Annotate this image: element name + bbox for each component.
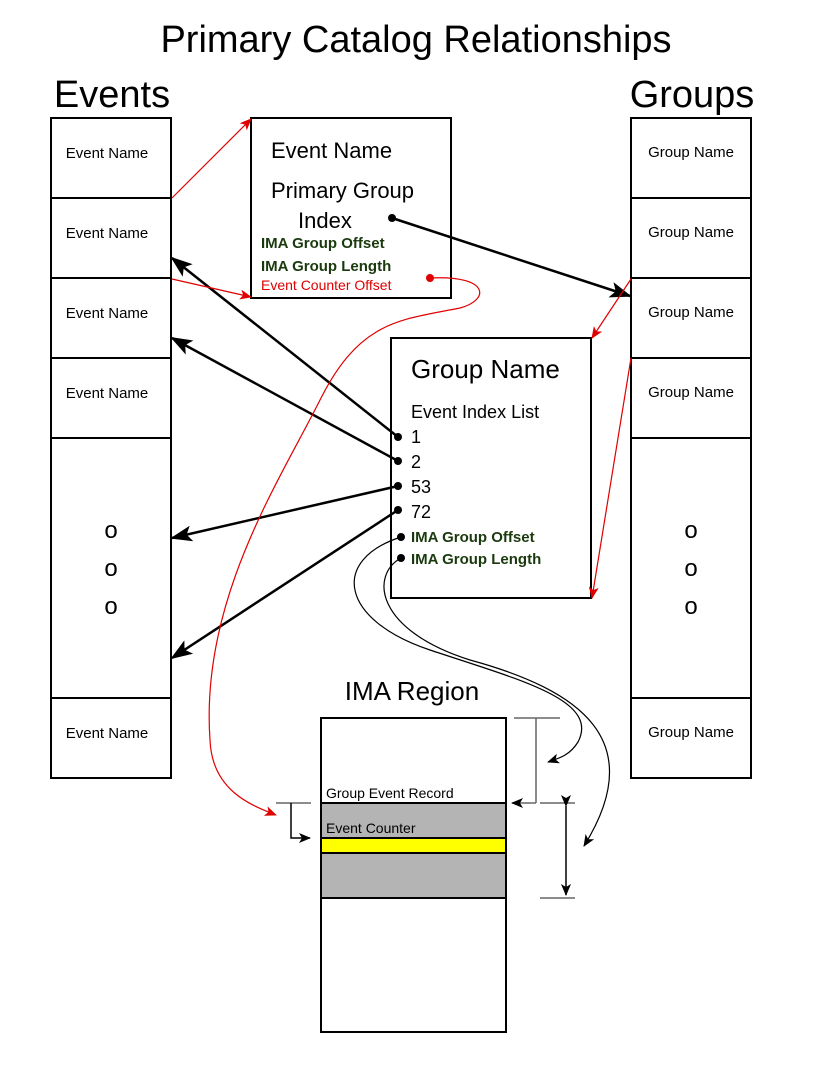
event-record-box: Event Name Primary Group Index IMA Group… bbox=[250, 117, 452, 299]
ellipsis-dot: o bbox=[104, 593, 117, 620]
event-index-list-label: Event Index List bbox=[411, 402, 539, 422]
group-event-record-label: Group Event Record bbox=[326, 785, 454, 801]
ima-region: IMA Region Group Event Record Event Coun… bbox=[320, 676, 507, 1033]
group-row[interactable]: Group Name bbox=[648, 724, 734, 741]
event-row[interactable]: Event Name bbox=[66, 145, 149, 162]
group-row[interactable]: Group Name bbox=[648, 144, 734, 161]
group-row[interactable]: Group Name bbox=[648, 304, 734, 321]
group-row[interactable]: Group Name bbox=[648, 384, 734, 401]
event-record-ima-offset: IMA Group Offset bbox=[261, 235, 385, 252]
event-index: 53 bbox=[411, 477, 431, 497]
ima-offset-links bbox=[353, 536, 611, 847]
event-index: 1 bbox=[411, 427, 421, 447]
event-index: 2 bbox=[411, 452, 421, 472]
event-record-primary-group: Primary Group bbox=[271, 178, 414, 203]
ellipsis-dot: o bbox=[684, 555, 697, 582]
ellipsis-dot: o bbox=[104, 555, 117, 582]
diagram-title: Primary Catalog Relationships bbox=[160, 19, 671, 61]
event-record-ima-length: IMA Group Length bbox=[261, 258, 391, 275]
ellipsis-dot: o bbox=[684, 593, 697, 620]
dimension-markers bbox=[276, 717, 575, 899]
events-heading: Events bbox=[54, 74, 170, 116]
event-index-links bbox=[170, 216, 632, 660]
group-record-ima-offset: IMA Group Offset bbox=[411, 529, 535, 546]
group-record-ima-length: IMA Group Length bbox=[411, 551, 541, 568]
red-links bbox=[171, 118, 632, 816]
event-row[interactable]: Event Name bbox=[66, 225, 149, 242]
event-counter-block bbox=[320, 837, 507, 854]
event-counter-label: Event Counter bbox=[326, 820, 416, 836]
event-index: 72 bbox=[411, 502, 431, 522]
events-table: Event Name Event Name Event Name Event N… bbox=[50, 117, 172, 779]
event-record-name: Event Name bbox=[271, 138, 392, 163]
group-record-box: Group Name Event Index List 1 2 53 72 IM… bbox=[390, 337, 592, 599]
event-row[interactable]: Event Name bbox=[66, 725, 149, 742]
ellipsis-dot: o bbox=[104, 517, 117, 544]
ima-region-heading: IMA Region bbox=[345, 676, 479, 706]
group-record-name: Group Name bbox=[411, 354, 560, 384]
groups-heading: Groups bbox=[630, 74, 755, 116]
event-row[interactable]: Event Name bbox=[66, 385, 149, 402]
ellipsis-dot: o bbox=[684, 517, 697, 544]
groups-table: Group Name Group Name Group Name Group N… bbox=[630, 117, 752, 779]
event-record-counter-offset: Event Counter Offset bbox=[261, 277, 392, 293]
event-row[interactable]: Event Name bbox=[66, 305, 149, 322]
group-row[interactable]: Group Name bbox=[648, 224, 734, 241]
event-record-index: Index bbox=[298, 208, 352, 233]
